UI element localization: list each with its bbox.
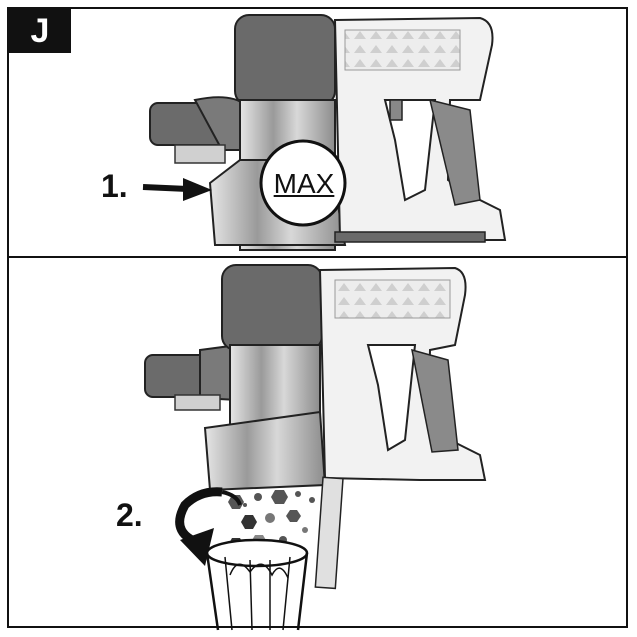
max-magnifier-circle [259, 139, 347, 227]
rotate-arrow-icon [175, 487, 242, 566]
step-2-label: 2. [116, 497, 143, 533]
step-1-label: 1. [101, 168, 128, 204]
push-arrow-icon [142, 178, 212, 201]
motor-cap-top [234, 14, 336, 106]
cyclone-bottom [229, 344, 321, 426]
trash-bin [205, 538, 309, 631]
max-fill-label: MAX [273, 168, 335, 199]
motor-cap-bottom [221, 264, 323, 351]
panel-divider [7, 256, 628, 258]
open-dust-bin [203, 410, 327, 492]
illustration-frame [7, 7, 628, 628]
panel-letter-badge: J [9, 9, 71, 53]
vacuum-bottom [144, 264, 487, 590]
